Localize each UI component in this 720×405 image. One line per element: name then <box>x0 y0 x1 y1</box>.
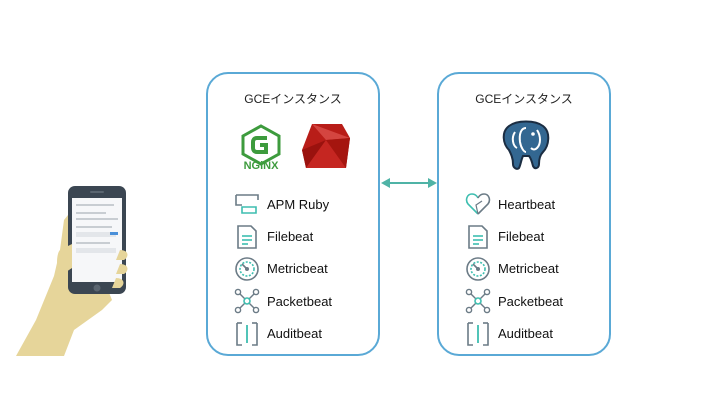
beat-item-metricbeat: Metricbeat <box>234 253 374 285</box>
beat-label: Heartbeat <box>498 196 556 212</box>
beat-item-filebeat: Filebeat <box>234 220 374 252</box>
postgresql-logo-icon <box>502 120 550 170</box>
gce-instance-box-right: GCEインスタンス Heartbeat Fil <box>437 72 611 356</box>
beat-list: Heartbeat Filebeat Metricbeat <box>465 188 605 350</box>
gce-instance-box-left: GCEインスタンス NGiNX APM Ruby <box>206 72 380 356</box>
box-title: GCEインスタンス <box>475 92 573 106</box>
auditbeat-icon <box>236 321 258 346</box>
ruby-logo-icon <box>302 124 350 168</box>
beat-item-auditbeat: Auditbeat <box>465 318 605 350</box>
logos-row <box>439 118 609 176</box>
beat-label: Auditbeat <box>267 326 322 342</box>
bidirectional-arrow-icon <box>381 178 437 188</box>
beat-list: APM Ruby Filebeat Metricbeat <box>234 188 374 350</box>
beat-label: Packetbeat <box>267 293 333 309</box>
beat-label: Filebeat <box>267 229 314 245</box>
beat-label: Metricbeat <box>267 261 328 277</box>
beat-label: Packetbeat <box>498 293 564 309</box>
beat-item-filebeat: Filebeat <box>465 220 605 252</box>
beat-label: Metricbeat <box>498 261 559 277</box>
beat-item-apm-ruby: APM Ruby <box>234 188 374 220</box>
beat-item-heartbeat: Heartbeat <box>465 188 605 220</box>
beat-label: Filebeat <box>498 229 545 245</box>
filebeat-icon <box>237 224 257 249</box>
beat-item-packetbeat: Packetbeat <box>465 285 605 317</box>
apm-icon <box>235 194 259 214</box>
auditbeat-icon <box>467 321 489 346</box>
nginx-logo-icon: NGiNX <box>241 124 281 170</box>
metricbeat-icon <box>235 257 259 281</box>
beat-item-auditbeat: Auditbeat <box>234 318 374 350</box>
box-title: GCEインスタンス <box>244 92 342 106</box>
packetbeat-icon <box>234 289 260 314</box>
filebeat-icon <box>468 224 488 249</box>
hand-holding-phone-illustration <box>16 180 136 365</box>
metricbeat-icon <box>466 257 490 281</box>
beat-label: APM Ruby <box>267 196 330 212</box>
logos-row: NGiNX <box>208 118 378 176</box>
packetbeat-icon <box>465 289 491 314</box>
beat-item-metricbeat: Metricbeat <box>465 253 605 285</box>
nginx-logo-text: NGiNX <box>244 160 280 170</box>
heartbeat-icon <box>465 193 491 215</box>
beat-item-packetbeat: Packetbeat <box>234 285 374 317</box>
beat-label: Auditbeat <box>498 326 553 342</box>
